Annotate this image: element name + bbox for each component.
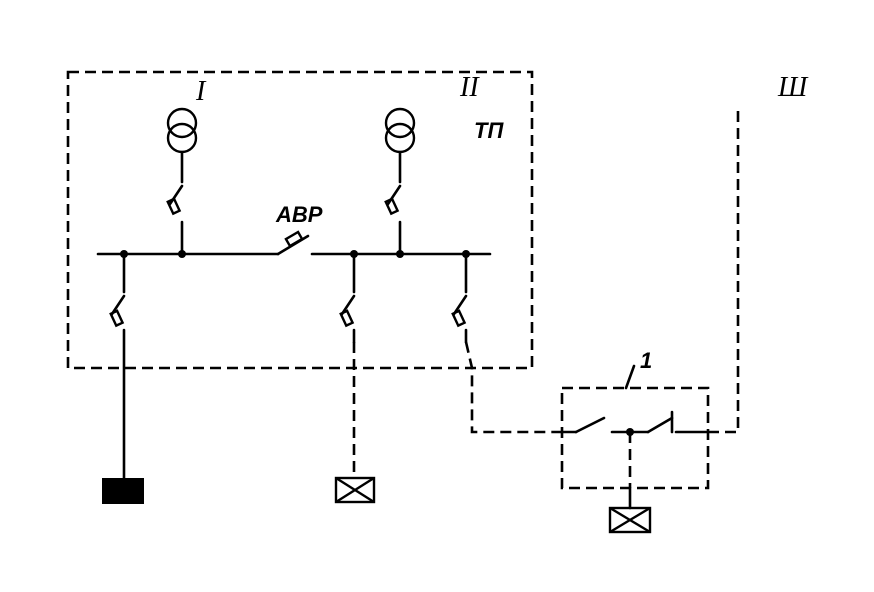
load-node-box (608, 506, 652, 534)
label-source-1: I (195, 76, 207, 107)
label-source-3: Ш (777, 72, 809, 103)
label-auto-transfer: АВР (275, 202, 323, 227)
source-3-line (708, 108, 740, 434)
node-1-switches (560, 410, 710, 488)
node-1-leader (624, 364, 636, 390)
label-source-2: II (459, 72, 480, 103)
load-primary-filled (102, 478, 144, 504)
feeder-3 (451, 252, 562, 434)
load-secondary-box (334, 476, 376, 504)
feeder-2 (339, 252, 356, 478)
node-1-boundary (560, 386, 710, 490)
transformer-2 (384, 107, 416, 184)
feeder-1 (109, 252, 126, 480)
label-node-1: 1 (640, 348, 652, 373)
label-substation: ТП (474, 118, 504, 143)
incomer-2-switch (384, 184, 402, 256)
substation-boundary (66, 70, 534, 370)
auto-transfer-switch (276, 230, 310, 256)
transformer-1 (166, 107, 198, 184)
incomer-1-switch (166, 184, 184, 256)
